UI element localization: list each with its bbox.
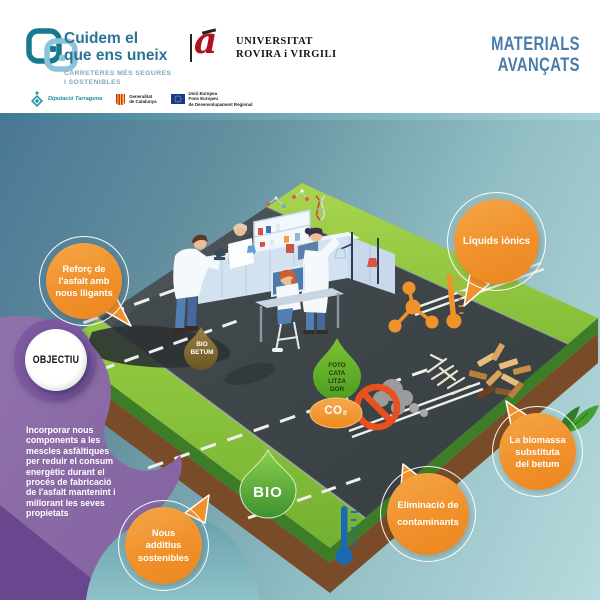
- scientist-shelf: [301, 227, 340, 334]
- bubble-label: La biomassa substituta del betum: [509, 434, 566, 469]
- urv-logo: a UNIVERSITAT ROVIRA i VIRGILI: [188, 20, 358, 74]
- bubble-label: Líquids iònics: [462, 236, 531, 247]
- partner-generalitat: Generalitat de Catalunya: [116, 93, 157, 105]
- partner-label: Generalitat de Catalunya: [129, 93, 157, 104]
- thermometer-blue-icon: [335, 506, 358, 565]
- platform-grass-side: [58, 318, 598, 563]
- fotocatalitzador-drop-icon: [309, 338, 363, 429]
- molecule-icon: [388, 281, 439, 333]
- urv-divider: [190, 34, 192, 62]
- diputacio-diamond-icon: [31, 91, 43, 107]
- urv-name: UNIVERSITAT ROVIRA i VIRGILI: [236, 36, 337, 60]
- brand-subtitle: CARRETERES MÉS SEGURES I SOSTENIBLES: [64, 70, 172, 86]
- molecule-doodles-icon: [266, 189, 309, 208]
- purple-corner-triangle: [0, 505, 118, 600]
- bubble-label: Eliminació de contaminants: [397, 500, 459, 528]
- scientist-flask: [228, 223, 256, 269]
- generalitat-senyera-icon: [116, 93, 126, 105]
- bio-betum-label: BIO BETUM: [190, 341, 214, 356]
- partner-diputacio: Diputació Tarragona: [30, 91, 102, 107]
- header: Cuidem el que ens uneix CARRETERES MÉS S…: [0, 0, 600, 113]
- brand-text: Cuidem el que ens uneix CARRETERES MÉS S…: [64, 30, 171, 87]
- bio-label: BIO: [253, 484, 283, 501]
- bubble-liquids-ionics: Líquids iònics: [447, 192, 546, 291]
- co2-label: CO₂: [324, 405, 348, 417]
- road-lab-illustration: [172, 189, 395, 352]
- partner-eu: Unió Europea Fons Europeu de Desenvolupa…: [170, 91, 253, 107]
- asphalt-patch: [224, 363, 276, 385]
- brand-title: Cuidem el que ens uneix: [64, 30, 168, 64]
- fotocatalitzador-label: FOTO CATA LITZA DOR: [328, 362, 346, 393]
- teal-divider-bar: [0, 113, 600, 120]
- objective-description: Incorporar nous components a les mescles…: [26, 425, 116, 519]
- wood-shavings-icon: [426, 343, 532, 399]
- grass-strip-upper: [267, 183, 598, 344]
- urv-a-emblem: a: [194, 20, 218, 62]
- partner-label: Diputació Tarragona: [48, 96, 103, 102]
- main-scene: OBJECTIU Incorporar nous components a le…: [0, 120, 600, 600]
- objectiu-badge: OBJECTIU: [25, 329, 87, 391]
- bubble-reforc-asfalt: Reforç de l'asfalt amb nous lligants: [39, 236, 129, 326]
- bubble-nous-additius: Nous additius sostenibles: [118, 500, 209, 591]
- scientist-computer: [255, 264, 344, 352]
- bio-betum-drop-icon: [184, 327, 218, 370]
- eu-flag-icon: [170, 93, 185, 104]
- scene-art: [0, 183, 599, 600]
- scientist-microscope: [172, 234, 226, 333]
- partner-logos: Diputació Tarragona Generalitat de Catal…: [30, 89, 252, 109]
- partner-label: Unió Europea Fons Europeu de Desenvolupa…: [188, 91, 253, 107]
- dna-icon: [315, 195, 326, 221]
- platform-dirt-side: [58, 333, 598, 593]
- bio-drop-icon: [239, 448, 297, 519]
- objectiu-label: OBJECTIU: [32, 354, 80, 366]
- bubble-label: Reforç de l'asfalt amb nous lligants: [55, 264, 113, 298]
- cuidem-logo-icon: [26, 28, 78, 72]
- bubble-biomassa: La biomassa substituta del betum: [492, 406, 583, 497]
- bubble-label: Nous additius sostenibles: [137, 527, 190, 563]
- bubble-eliminacio-contaminants: Eliminació de contaminants: [380, 466, 476, 562]
- page-title: MATERIALS AVANÇATS: [491, 34, 580, 76]
